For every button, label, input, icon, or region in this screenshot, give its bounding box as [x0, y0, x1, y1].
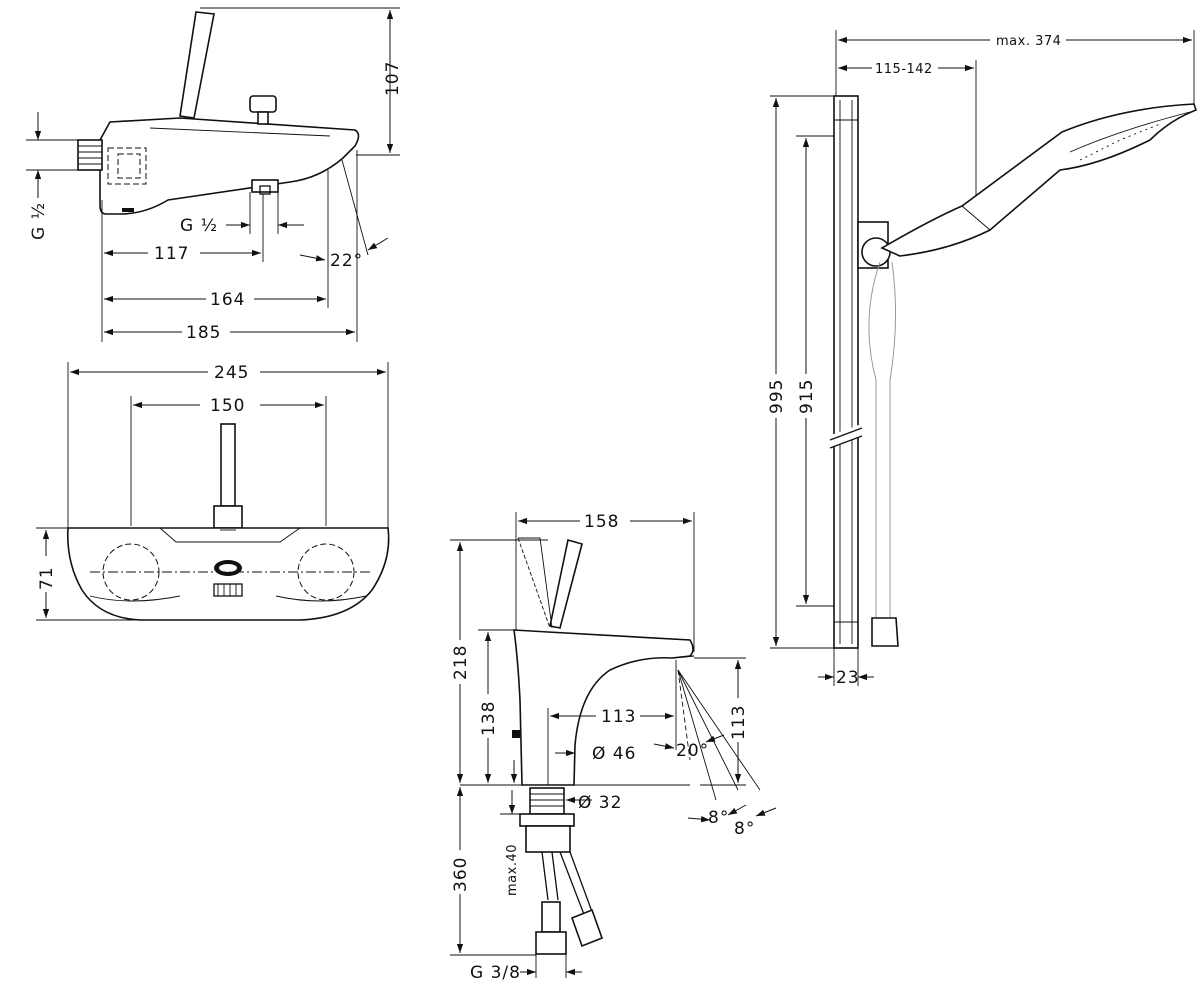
dim-158: 158: [584, 512, 619, 532]
dim-g-3-8: G 3/8: [470, 963, 521, 983]
bath-mixer-side-view: 107 G ½ G ½ 117 22° 164 185: [26, 7, 403, 343]
dim-915: 915: [797, 379, 817, 414]
dim-8-degrees-a: 8°: [708, 808, 729, 828]
dim-113-reach: 113: [601, 707, 636, 727]
dim-360: 360: [451, 857, 471, 892]
dim-107: 107: [383, 61, 403, 96]
dim-185: 185: [186, 323, 221, 343]
dim-138: 138: [479, 701, 499, 736]
dim-dia-32: Ø 32: [578, 793, 622, 813]
dim-71: 71: [37, 566, 57, 590]
dim-23: 23: [836, 668, 860, 688]
dim-20-degrees: 20°: [676, 741, 709, 761]
dim-g-half-middle: G ½: [180, 216, 218, 236]
dim-max-40: max.40: [505, 844, 520, 896]
dim-218: 218: [451, 645, 471, 680]
bath-mixer-top-view: 245 150 71: [36, 361, 390, 621]
dim-22-degrees: 22°: [330, 251, 363, 271]
dim-8-degrees-b: 8°: [734, 819, 755, 839]
basin-mixer-side-view: 158 218 138: [450, 510, 777, 983]
dim-113-height: 113: [729, 705, 749, 740]
dim-117: 117: [154, 244, 189, 264]
shower-set-side-view: max. 374 115-142 995: [766, 30, 1198, 688]
dim-150: 150: [210, 396, 245, 416]
dim-g-half-left: G ½: [29, 202, 49, 240]
dim-115-142: 115-142: [875, 62, 933, 77]
dim-164: 164: [210, 290, 245, 310]
dim-dia-46: Ø 46: [592, 744, 636, 764]
dim-995: 995: [767, 379, 787, 414]
dim-max-374: max. 374: [996, 34, 1061, 49]
dim-245: 245: [214, 363, 249, 383]
